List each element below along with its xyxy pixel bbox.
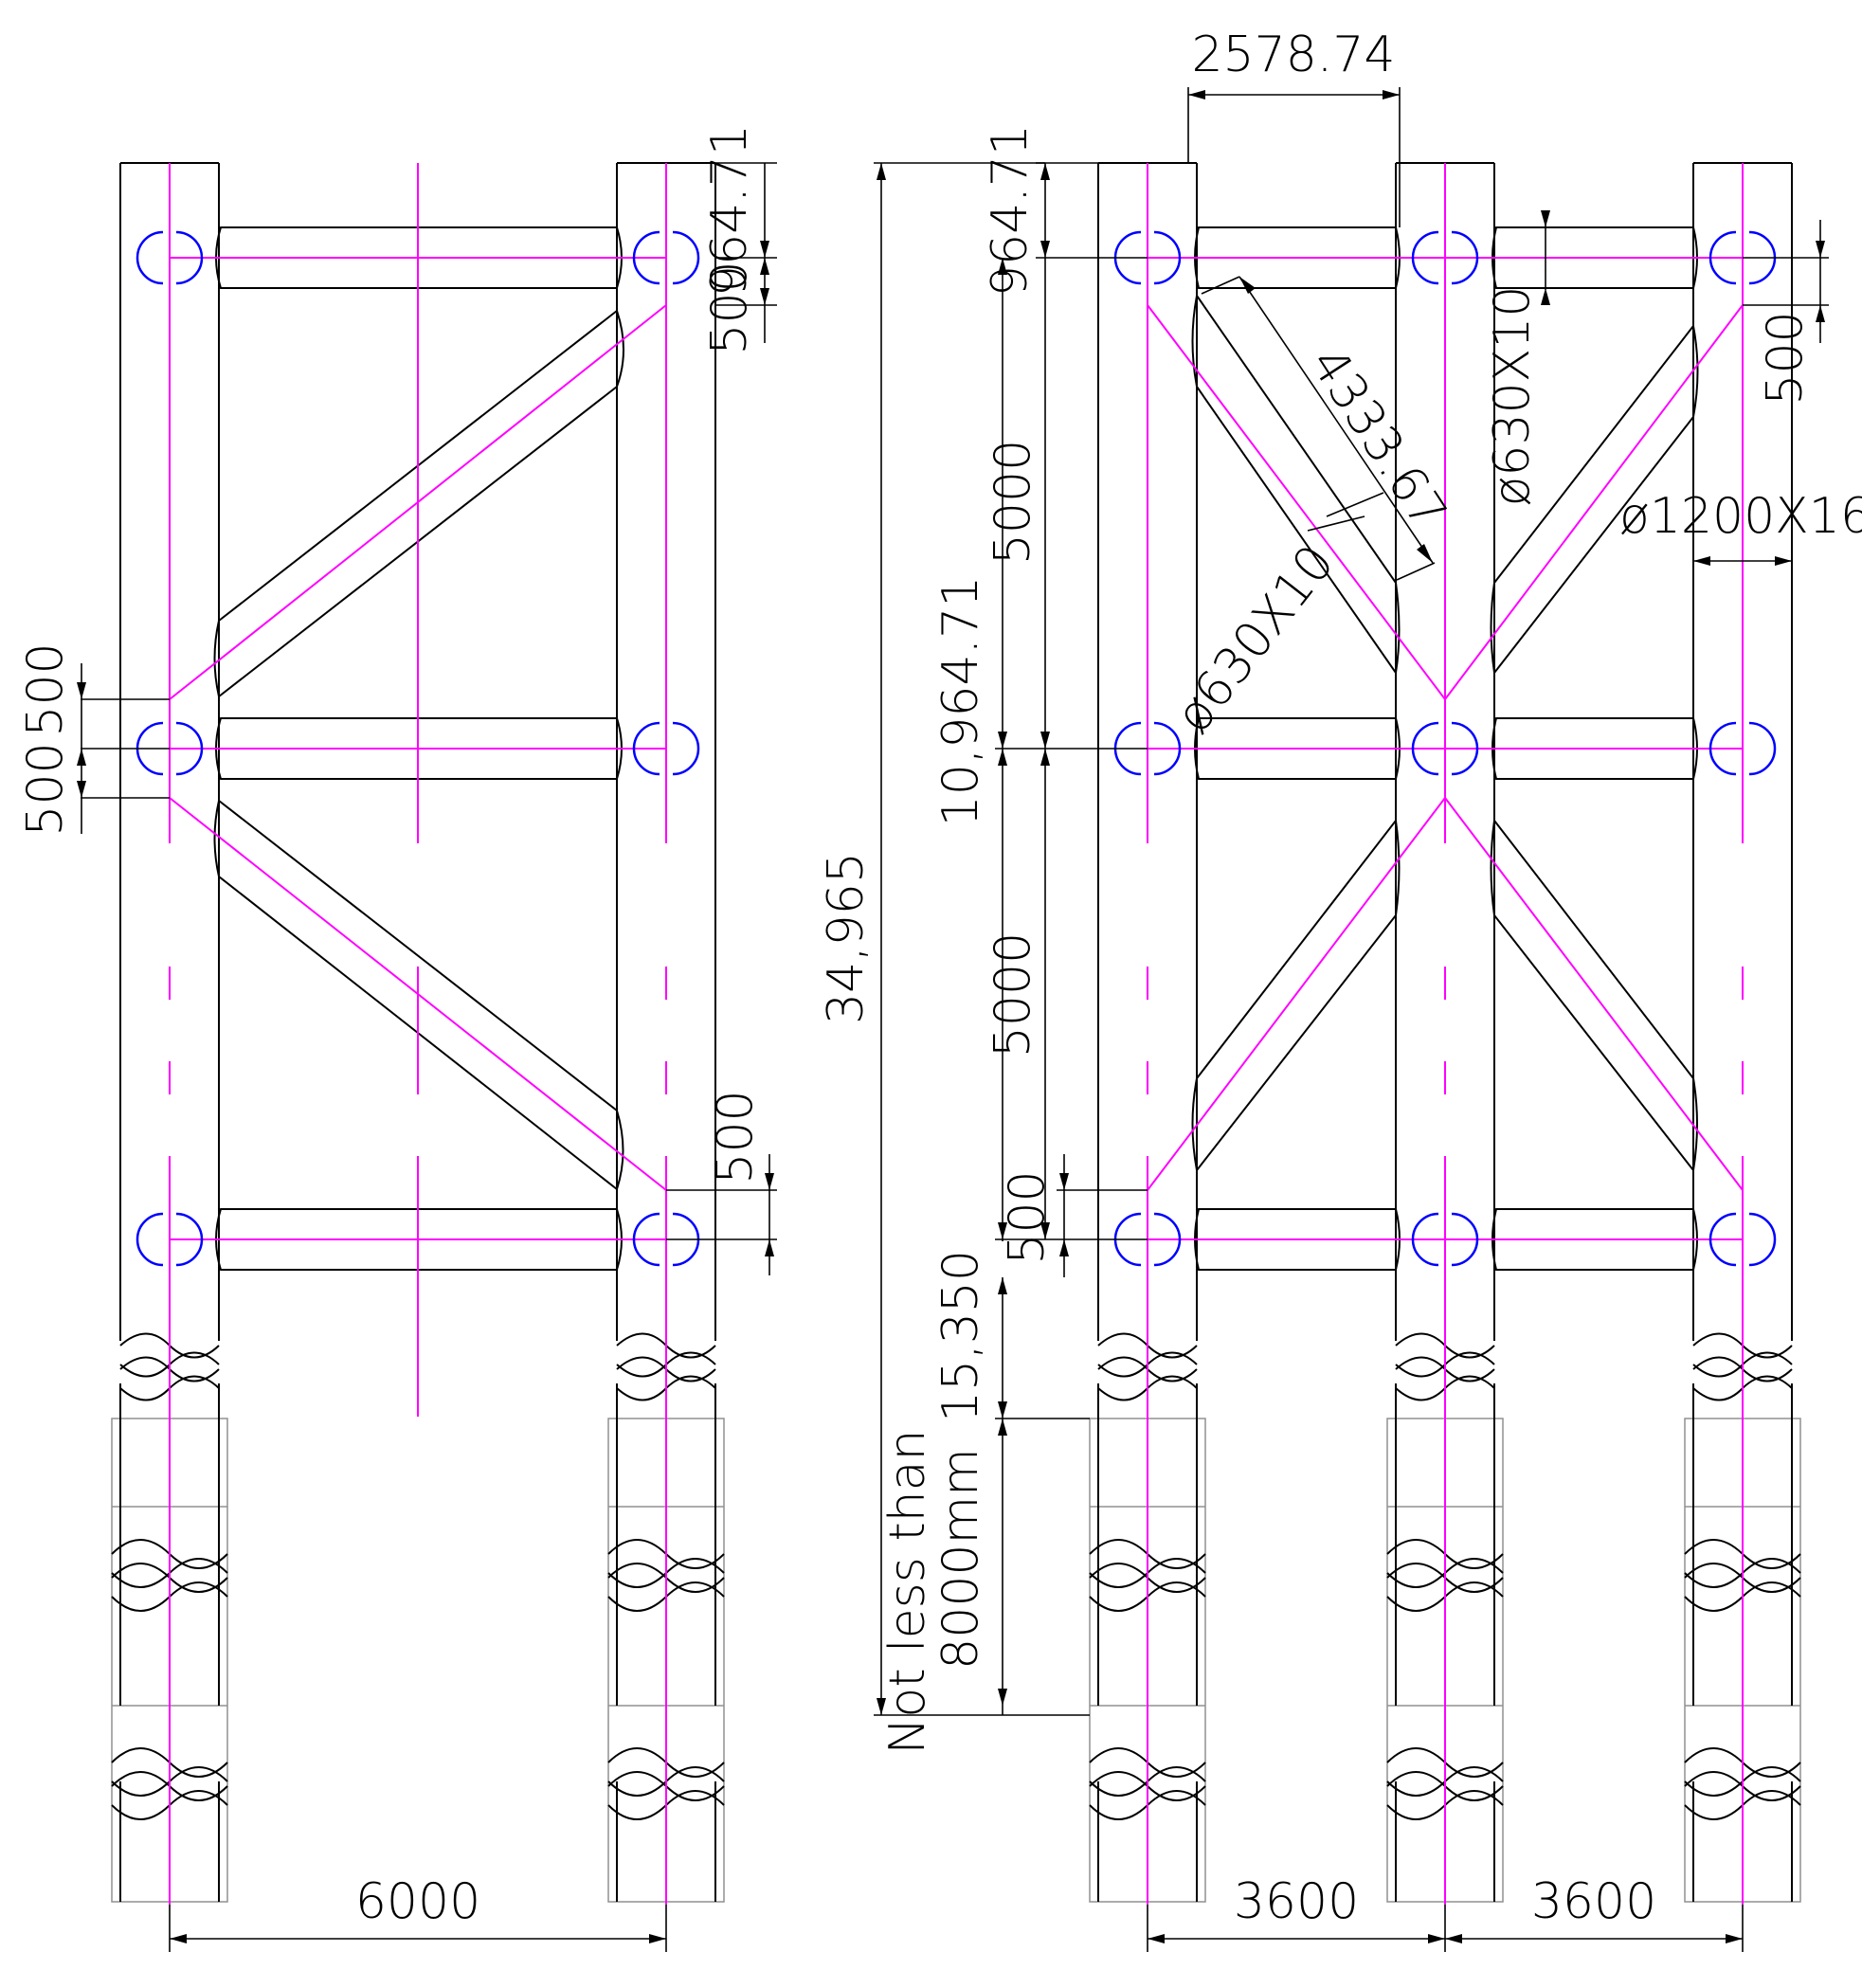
dim-left-column-spacing: 6000 — [355, 1873, 480, 1930]
dim-right-brace-length: 4333.67 — [1299, 337, 1457, 539]
dim-right-mid-elevation: 10,964.71 — [932, 576, 989, 827]
left-elevation-view: 964.71 500 500 500 500 6000 — [17, 124, 777, 1952]
dim-left-top-offset: 964.71 — [701, 124, 758, 297]
right-dimension-labels: 2578.74 964.71 4333.67 ø630X10 ø630X10 ø… — [818, 27, 1862, 1930]
right-diagonal-braces — [1191, 293, 1699, 1173]
dim-right-embed-length: 15,350 — [932, 1250, 989, 1422]
right-dimensions — [874, 87, 1829, 1952]
dim-right-top-offset: 964.71 — [982, 124, 1039, 297]
right-column-c — [1692, 162, 1793, 1902]
right-centerlines — [1147, 163, 1744, 1905]
dim-right-joint-offset-right: 500 — [1757, 311, 1814, 405]
left-column-a — [119, 162, 220, 1902]
dim-right-total-height: 34,965 — [818, 852, 875, 1024]
left-dimension-labels: 964.71 500 500 500 500 6000 — [17, 124, 764, 1930]
right-horizontal-braces — [1194, 226, 1698, 1271]
dim-right-joint-offset-bottom: 500 — [999, 1170, 1056, 1264]
dim-left-joint-offset-bottom: 500 — [707, 1090, 764, 1184]
dim-right-spacing-left: 3600 — [1234, 1873, 1359, 1930]
left-dimensions — [77, 162, 777, 1952]
note-min-depth-line-1: Not less than — [879, 1430, 936, 1755]
dim-right-panel-upper: 5000 — [985, 440, 1041, 565]
dim-left-brace-above: 500 — [17, 642, 74, 736]
note-min-depth-line-2: 8000mm — [932, 1448, 989, 1670]
dim-left-brace-below: 500 — [17, 742, 74, 836]
dim-right-spacing-right: 3600 — [1531, 1873, 1656, 1930]
dim-right-column-pipe: ø1200X16 — [1619, 488, 1862, 545]
dim-right-brace-width: 2578.74 — [1191, 27, 1395, 83]
dim-right-panel-lower: 5000 — [985, 932, 1041, 1057]
left-diagonal-braces — [213, 309, 624, 1191]
right-elevation-view: 2578.74 964.71 4333.67 ø630X10 ø630X10 ø… — [818, 27, 1862, 1952]
left-pile-sleeves — [111, 1418, 725, 1903]
right-column-b — [1395, 162, 1495, 1902]
dim-left-joint-offset-top: 500 — [701, 261, 758, 354]
left-centerlines — [169, 163, 667, 1905]
right-column-a — [1097, 162, 1198, 1902]
dim-right-brace-pipe-horizontal: ø630X10 — [1484, 286, 1541, 507]
dim-right-brace-pipe-diagonal: ø630X10 — [1165, 534, 1346, 743]
left-horizontal-braces — [215, 226, 623, 1271]
